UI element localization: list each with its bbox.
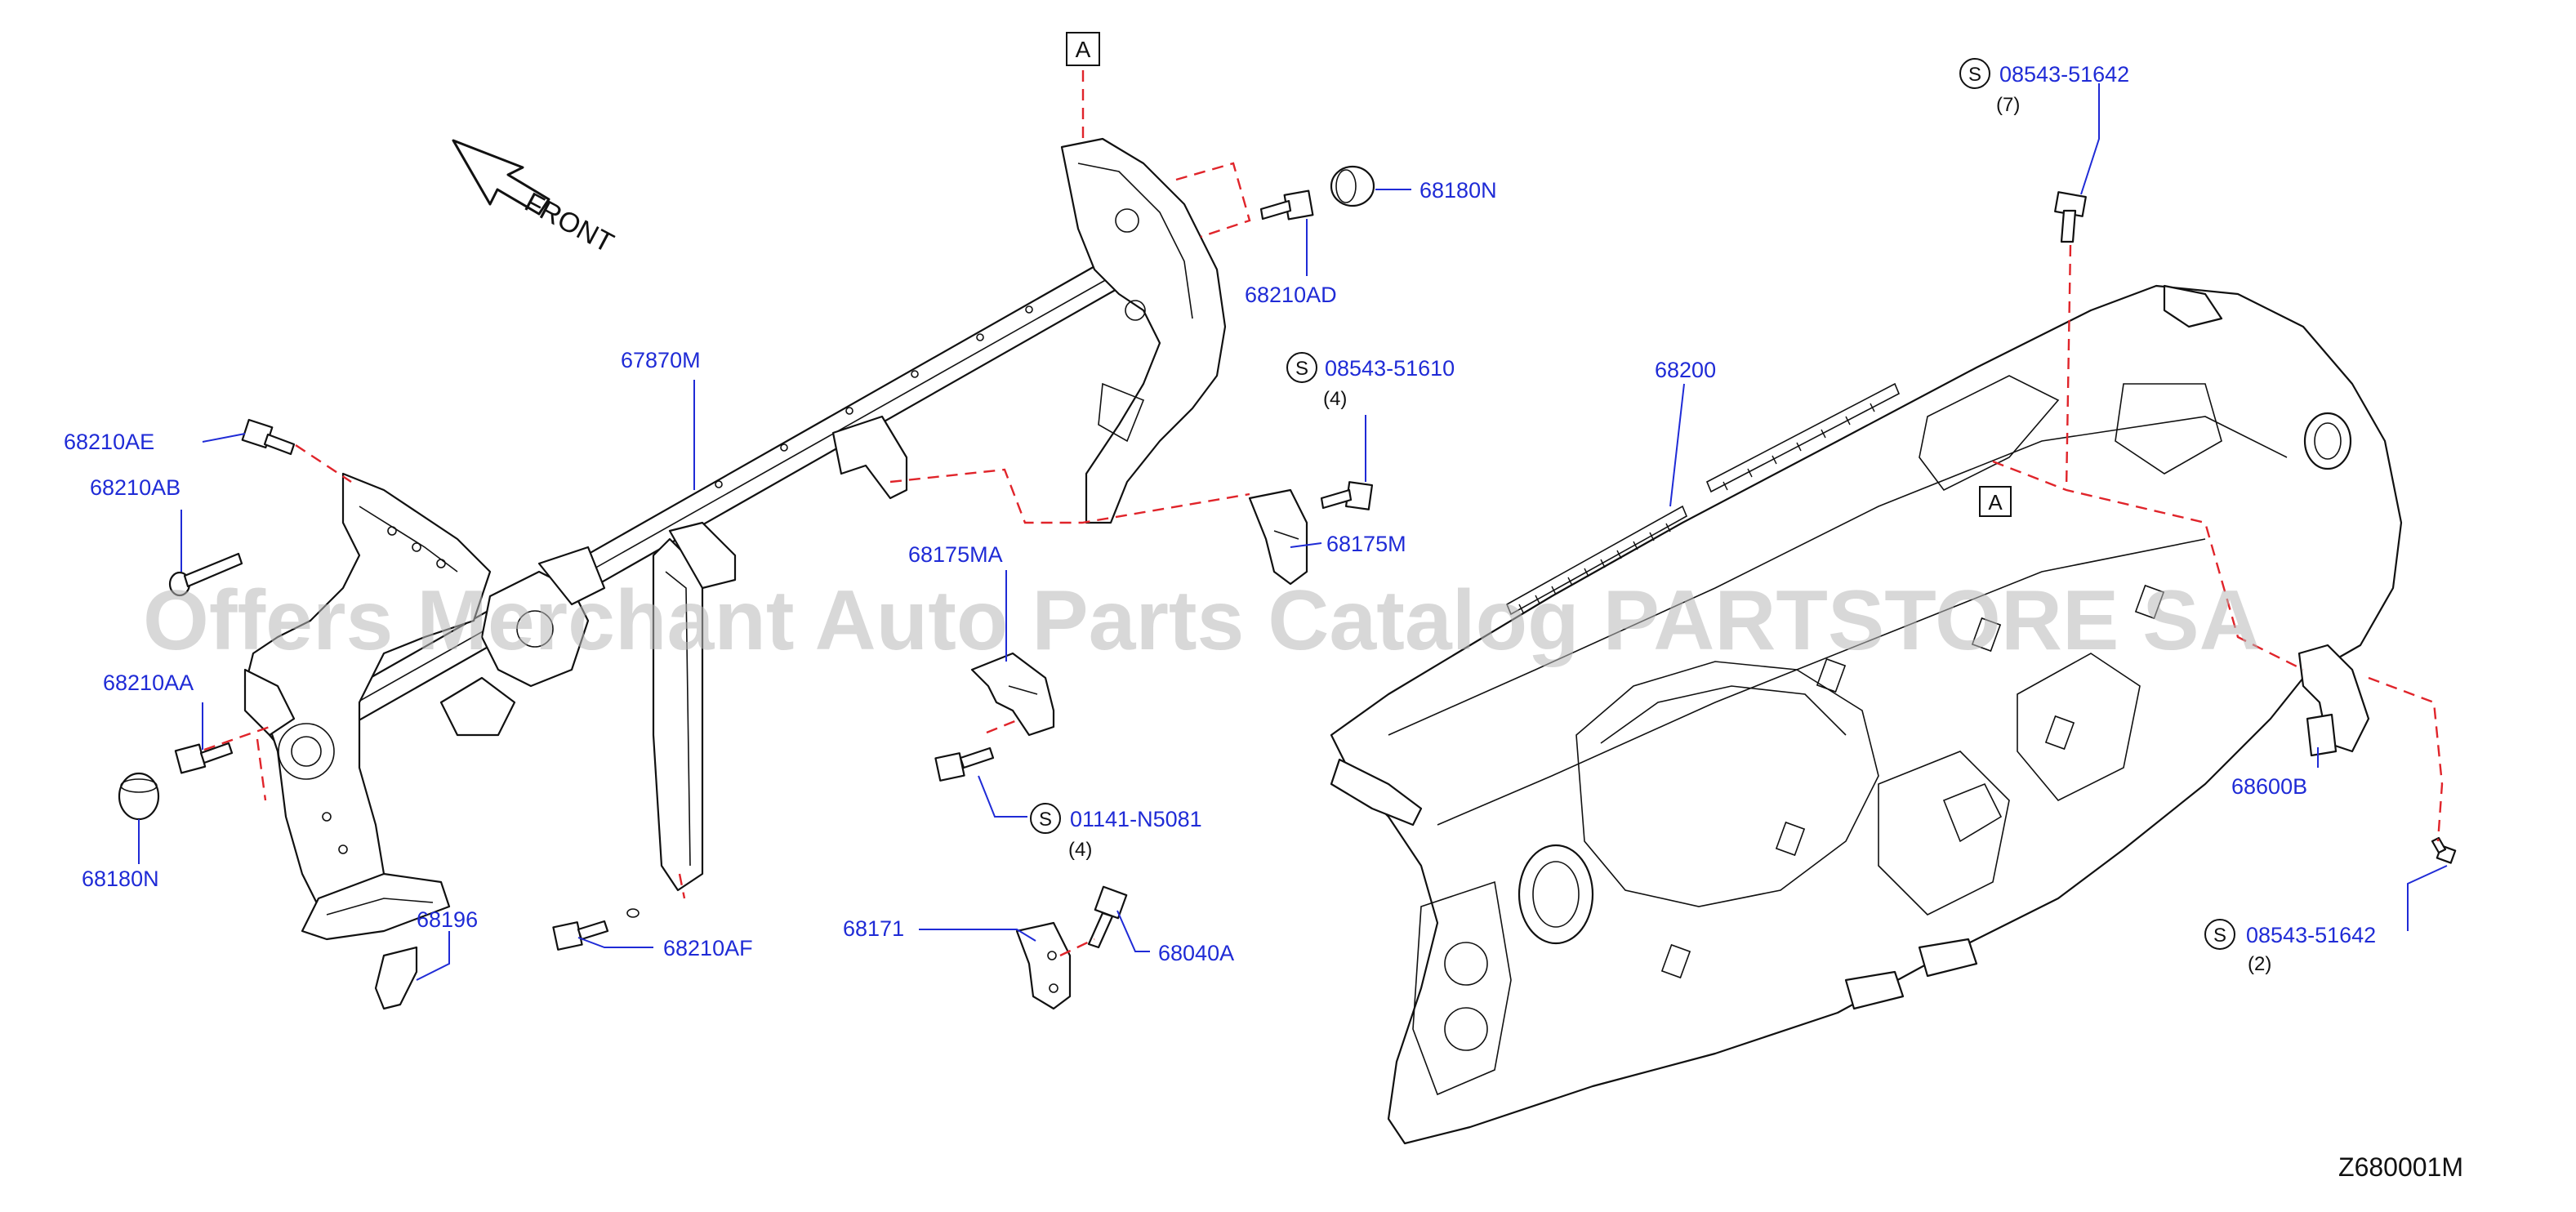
label-68210AA: 68210AA	[103, 671, 194, 695]
bracket-68600B-icon	[2297, 644, 2370, 757]
alignment-lines	[203, 70, 2444, 957]
label-68171: 68171	[843, 916, 904, 941]
diagram-code: Z680001M	[2338, 1152, 2463, 1182]
label-68040A: 68040A	[1158, 941, 1234, 965]
svg-text:A: A	[1988, 490, 2003, 515]
label-08543-51610: 08543-51610	[1325, 356, 1455, 381]
label-67870M: 67870M	[621, 348, 701, 372]
bolt-68210AD-icon	[1259, 189, 1314, 221]
label-68180N-left: 68180N	[82, 867, 159, 891]
ref-marker-a-top: A	[1066, 32, 1100, 66]
label-68200: 68200	[1655, 358, 1716, 382]
bolt-08543-51642-bottom-icon	[2431, 836, 2457, 864]
bracket-68196-icon	[374, 946, 418, 1010]
qty-08543-51642-top: (7)	[1996, 94, 2020, 116]
front-label: FRONT	[519, 187, 618, 260]
bolt-68210AA-icon	[174, 742, 234, 774]
std-marker-08543-51610: S	[1286, 352, 1317, 383]
bolt-01141-N5081-icon	[934, 746, 995, 782]
bracket-68171-icon	[1015, 921, 1072, 1010]
svg-text:S: S	[1968, 64, 1981, 86]
front-arrow-icon	[452, 139, 550, 216]
ref-marker-a-panel: A	[1979, 486, 2012, 517]
bracket-68175M-icon	[1248, 488, 1308, 586]
qty-08543-51610: (4)	[1323, 388, 1347, 410]
label-68175M: 68175M	[1326, 532, 1406, 556]
bolt-68210AB-icon	[168, 552, 243, 597]
watermark-text: Offers Merchant Auto Parts Catalog PARTS…	[143, 573, 2261, 668]
label-08543-51642-top: 08543-51642	[1999, 62, 2129, 87]
grommet-68180N-right-icon	[1330, 165, 1375, 207]
label-68210AD: 68210AD	[1245, 283, 1337, 307]
leader-lines	[138, 83, 2448, 981]
bracket-68175MA-icon	[970, 652, 1055, 737]
instrument-panel	[1330, 284, 2403, 1145]
bolt-68210AF-icon	[552, 908, 640, 951]
label-68196: 68196	[417, 907, 478, 932]
label-68600B: 68600B	[2231, 774, 2307, 799]
std-marker-08543-51642-top: S	[1959, 58, 1990, 89]
label-68180N-right: 68180N	[1419, 178, 1497, 203]
label-01141-N5081: 01141-N5081	[1070, 807, 1202, 831]
qty-08543-51642-bottom: (2)	[2248, 953, 2271, 975]
svg-text:S: S	[2213, 925, 2226, 947]
grommet-68180N-left-icon	[118, 772, 160, 821]
label-68210AF: 68210AF	[663, 936, 753, 960]
svg-text:S: S	[1295, 358, 1308, 380]
bolt-68210AE-icon	[241, 418, 296, 456]
bolt-68040A-icon	[1087, 885, 1128, 949]
std-marker-08543-51642-bottom: S	[2204, 919, 2235, 950]
std-marker-01141-N5081: S	[1030, 803, 1061, 834]
bolt-08543-51642-top-icon	[2054, 191, 2087, 243]
svg-text:A: A	[1076, 37, 1091, 62]
label-68175MA: 68175MA	[908, 542, 1003, 567]
label-08543-51642-bottom: 08543-51642	[2246, 923, 2376, 947]
label-68210AB: 68210AB	[90, 475, 180, 500]
steering-member	[243, 137, 1227, 941]
bolt-08543-51610-icon	[1320, 481, 1374, 510]
qty-01141-N5081: (4)	[1068, 839, 1092, 861]
svg-text:S: S	[1039, 809, 1052, 831]
label-68210AE: 68210AE	[64, 430, 154, 454]
